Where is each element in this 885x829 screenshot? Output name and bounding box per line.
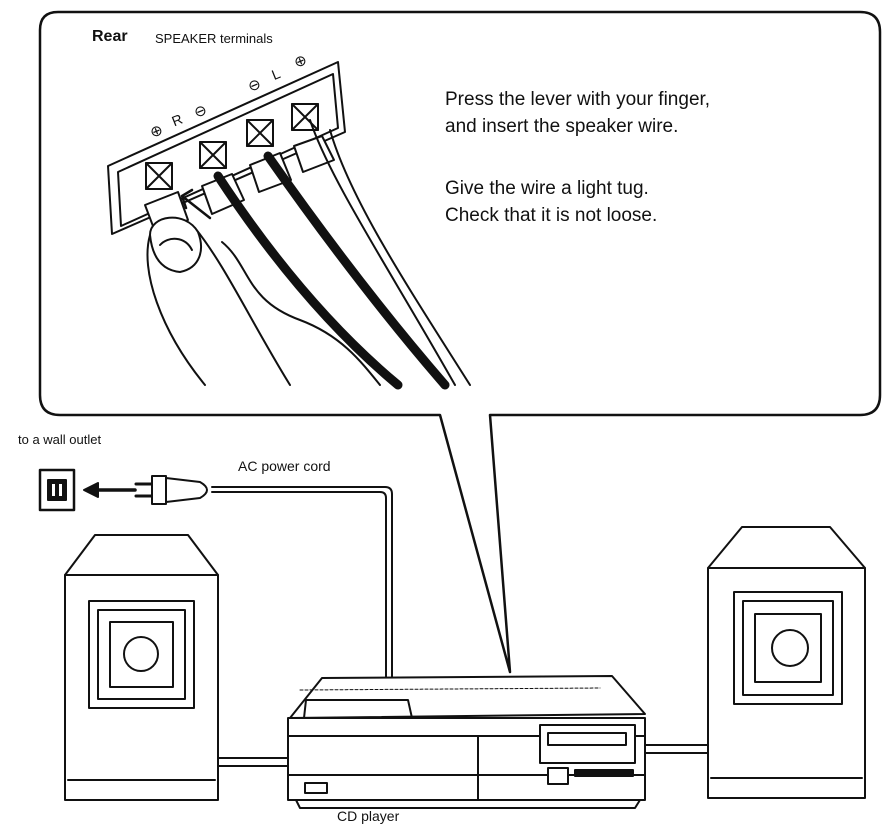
wall-outlet-label: to a wall outlet	[18, 432, 102, 447]
insert-arrow	[180, 188, 212, 220]
ac-power-cord	[211, 486, 393, 681]
left-speaker	[64, 534, 219, 801]
terminal-socket-l-minus	[246, 119, 292, 193]
cd-player	[287, 675, 646, 809]
ac-power-cord-label: AC power cord	[238, 458, 331, 474]
terminal-socket-l-plus	[291, 103, 335, 173]
cd-player-label: CD player	[337, 808, 400, 824]
instruction-line-1: Press the lever with your finger,	[445, 89, 711, 110]
callout-bubble	[38, 10, 882, 674]
right-speaker	[707, 526, 866, 799]
instruction-line-2: and insert the speaker wire.	[445, 116, 679, 137]
instruction-line-4: Check that it is not loose.	[445, 205, 658, 226]
right-speaker-cable	[641, 744, 709, 754]
speaker-wires	[213, 119, 471, 390]
rear-label: Rear	[92, 28, 128, 45]
wall-outlet	[38, 468, 76, 512]
speaker-terminals-label: SPEAKER terminals	[155, 31, 273, 46]
power-plug	[134, 475, 208, 505]
finger	[146, 216, 291, 386]
instruction-line-3: Give the wire a light tug.	[445, 178, 649, 199]
left-speaker-cable	[217, 757, 291, 767]
